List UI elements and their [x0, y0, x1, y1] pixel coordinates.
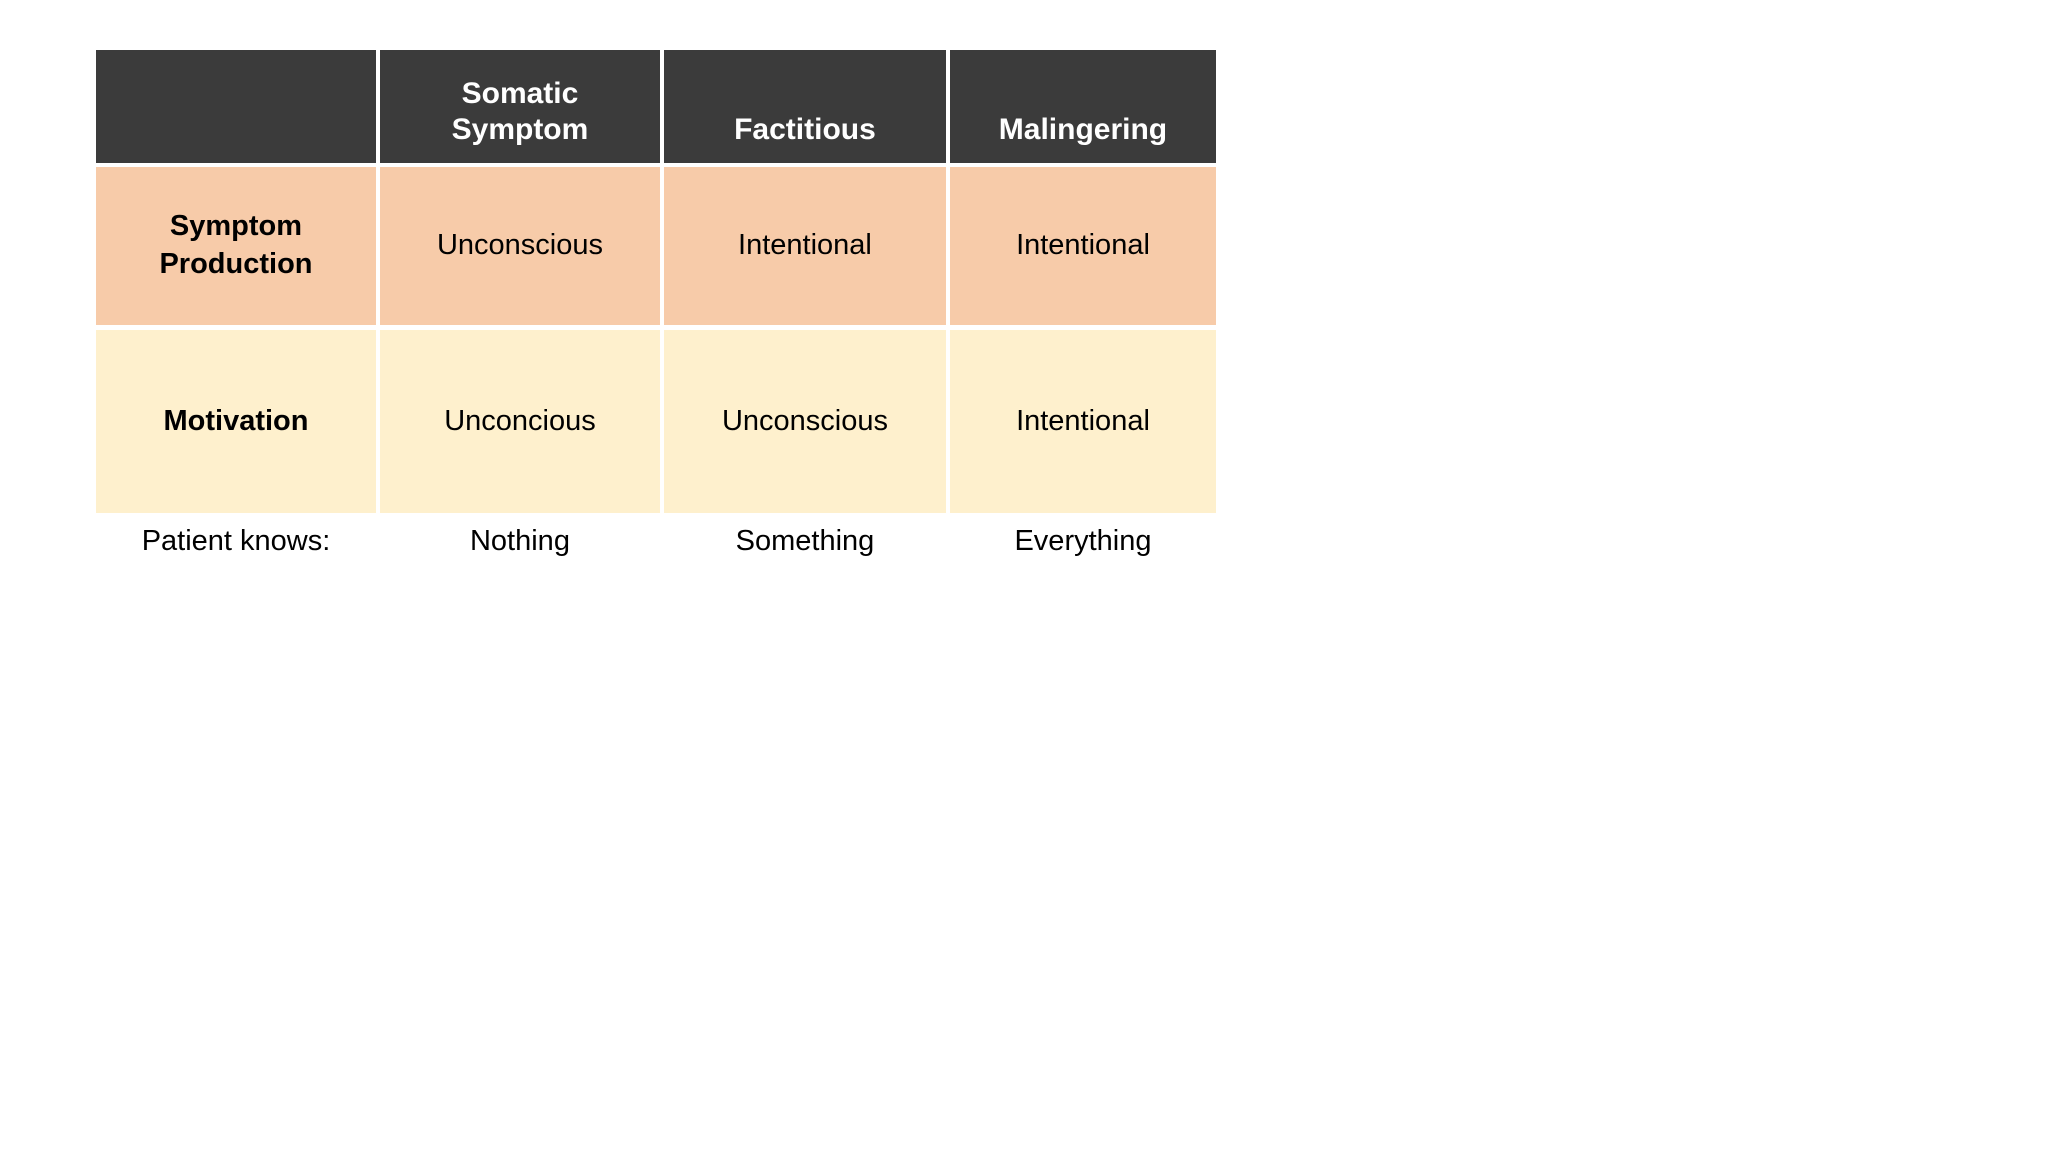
cell-production-somatic: Unconscious	[379, 167, 660, 325]
cell-motivation-malingering: Intentional	[949, 330, 1217, 513]
cell-motivation-factitious: Unconscious	[663, 330, 946, 513]
header-factitious-label: Factitious	[734, 113, 876, 147]
row-label-text: Symptom Production	[159, 208, 312, 283]
header-malingering-label: Malingering	[998, 113, 1168, 147]
header-cell-somatic-symptom: Somatic Symptom	[379, 50, 660, 163]
row-label-symptom-production: Symptom Production	[96, 167, 376, 325]
table-footer-row: Patient knows: Nothing Something Everyth…	[96, 519, 1216, 563]
header-somatic-line1: Somatic	[461, 76, 579, 110]
footer-cell-factitious: Something	[735, 524, 875, 557]
comparison-table: Somatic Symptom Factitious Malingering S…	[96, 50, 1217, 563]
header-cell-factitious: Factitious	[663, 50, 946, 163]
cell-production-factitious: Intentional	[663, 167, 946, 325]
row-label-motivation: Motivation	[96, 330, 376, 513]
cell-motivation-somatic: Unconcious	[379, 330, 660, 513]
footer-label-patient-knows: Patient knows:	[141, 524, 331, 557]
table-row: Motivation Unconcious Unconscious Intent…	[96, 330, 1217, 513]
table-header-row: Somatic Symptom Factitious Malingering	[96, 50, 1217, 163]
row-label-line1: Symptom	[169, 210, 303, 243]
cell-production-malingering: Intentional	[949, 167, 1217, 325]
row-label-text: Motivation	[163, 404, 309, 437]
footer-cell-somatic: Nothing	[469, 524, 570, 557]
table-row: Symptom Production Unconscious Intention…	[96, 167, 1217, 325]
header-somatic-wrap: Somatic Symptom	[388, 76, 652, 149]
header-somatic-line2: Symptom	[451, 113, 589, 147]
header-cell-malingering: Malingering	[949, 50, 1217, 163]
row-label-line2: Production	[159, 248, 313, 280]
footer-cell-malingering: Everything	[1014, 524, 1152, 557]
header-cell-corner	[96, 50, 376, 163]
